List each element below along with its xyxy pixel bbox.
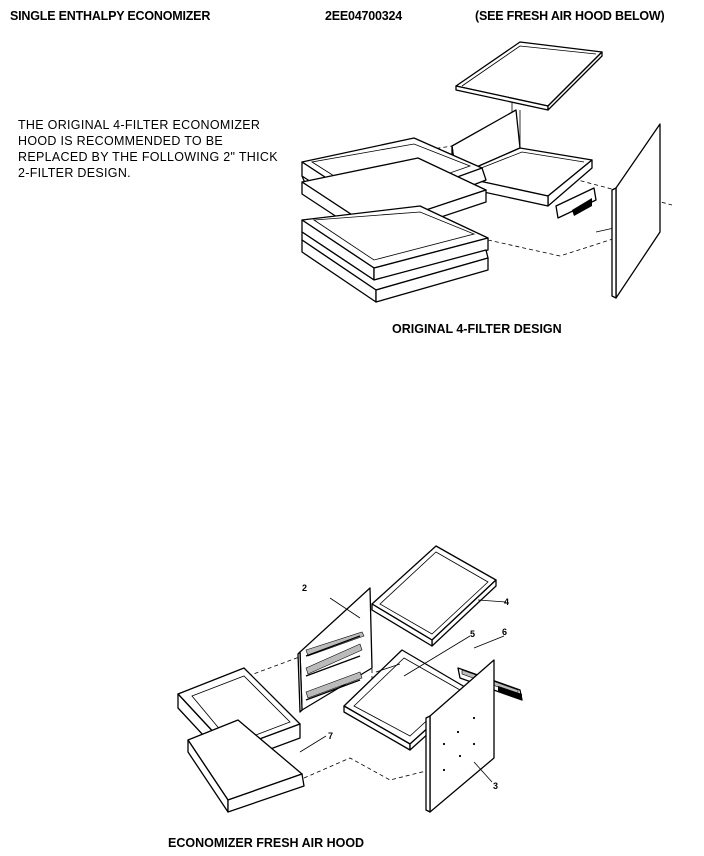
callout-3: 3	[493, 781, 498, 791]
filter-lower-1	[301, 205, 489, 281]
filter-lower-2	[301, 231, 489, 303]
fresh-air-hood-assembly: 2 3 4 5 6 7	[177, 545, 523, 813]
model-number: 2EE04700324	[325, 9, 403, 23]
filter-part-7-lower	[187, 719, 327, 813]
callout-2: 2	[302, 583, 307, 593]
front-panel-part-3	[425, 659, 495, 813]
hood-box	[451, 109, 593, 207]
damper-rail	[555, 187, 615, 233]
top-cover-part-4	[371, 545, 507, 647]
diagram-title: SINGLE ENTHALPY ECONOMIZER	[10, 9, 211, 23]
note-line: THE ORIGINAL 4-FILTER ECONOMIZER	[18, 118, 261, 132]
callout-4: 4	[504, 597, 509, 607]
note-line: 2-FILTER DESIGN.	[18, 166, 131, 180]
side-panel-part-2	[297, 587, 373, 713]
replacement-note: THE ORIGINAL 4-FILTER ECONOMIZER HOOD IS…	[18, 117, 298, 181]
caption-fresh-air-hood: ECONOMIZER FRESH AIR HOOD	[168, 836, 365, 850]
callout-7: 7	[328, 731, 333, 741]
header-note: (SEE FRESH AIR HOOD BELOW)	[475, 9, 665, 23]
top-cover-panel	[455, 41, 603, 111]
note-line: HOOD IS RECOMMENDED TO BE	[18, 134, 223, 148]
original-4-filter-assembly	[301, 41, 673, 303]
callout-5: 5	[470, 629, 475, 639]
side-panel	[611, 123, 661, 299]
note-line: REPLACED BY THE FOLLOWING 2" THICK	[18, 150, 278, 164]
callout-6: 6	[502, 627, 507, 637]
caption-original-design: ORIGINAL 4-FILTER DESIGN	[392, 322, 562, 336]
